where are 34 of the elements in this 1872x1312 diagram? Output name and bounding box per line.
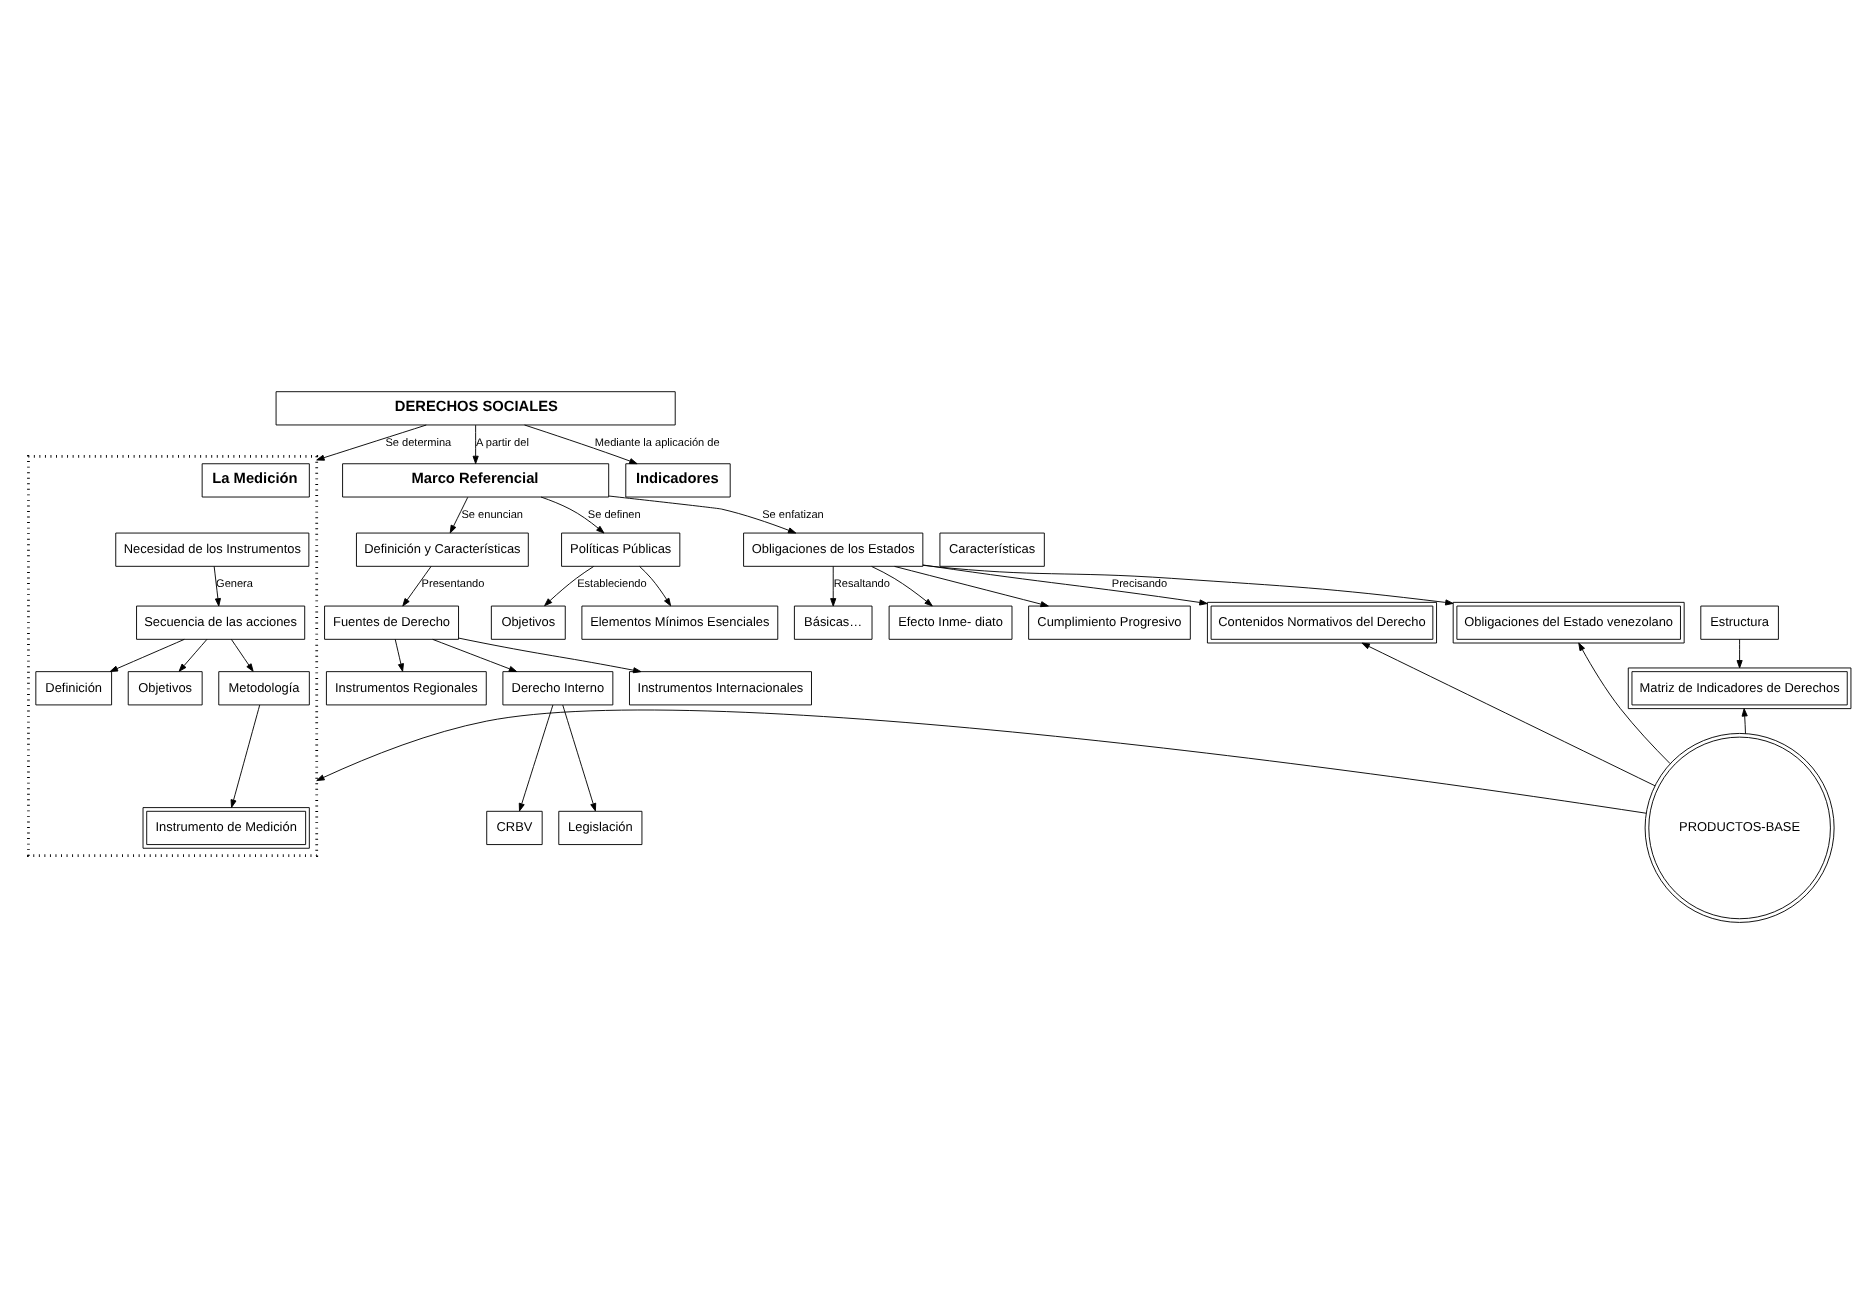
arrow — [1578, 641, 1671, 764]
arrow — [1736, 637, 1743, 668]
arrow — [562, 703, 597, 811]
arrow — [316, 423, 427, 460]
arrow — [894, 564, 1049, 607]
arrow — [608, 494, 797, 533]
node-box: DERECHOS SOCIALES — [275, 390, 676, 425]
arrow — [540, 495, 605, 533]
arrow — [830, 564, 837, 606]
node-box: Indicadores — [625, 462, 731, 497]
arrow — [402, 564, 432, 606]
arrow — [1361, 641, 1656, 786]
node-box: Marco Referencial — [342, 462, 610, 497]
arrow — [316, 708, 1647, 813]
arrow — [394, 637, 404, 671]
cluster — [27, 454, 319, 857]
arrow — [178, 637, 208, 671]
node-box: La Medición — [201, 462, 310, 497]
arrow — [639, 564, 672, 606]
arrow — [458, 636, 642, 673]
arrow — [213, 564, 221, 606]
arrow — [922, 563, 1208, 605]
arrow — [109, 637, 185, 671]
arrow — [1741, 707, 1748, 734]
arrow — [922, 563, 1454, 605]
arrow — [544, 564, 595, 606]
arrow — [449, 495, 469, 533]
arrow — [230, 637, 254, 671]
arrow — [230, 703, 261, 807]
arrow — [524, 423, 638, 464]
arrow — [518, 703, 554, 811]
arrow — [432, 637, 518, 671]
arrow — [472, 423, 479, 464]
arrow — [871, 565, 933, 606]
